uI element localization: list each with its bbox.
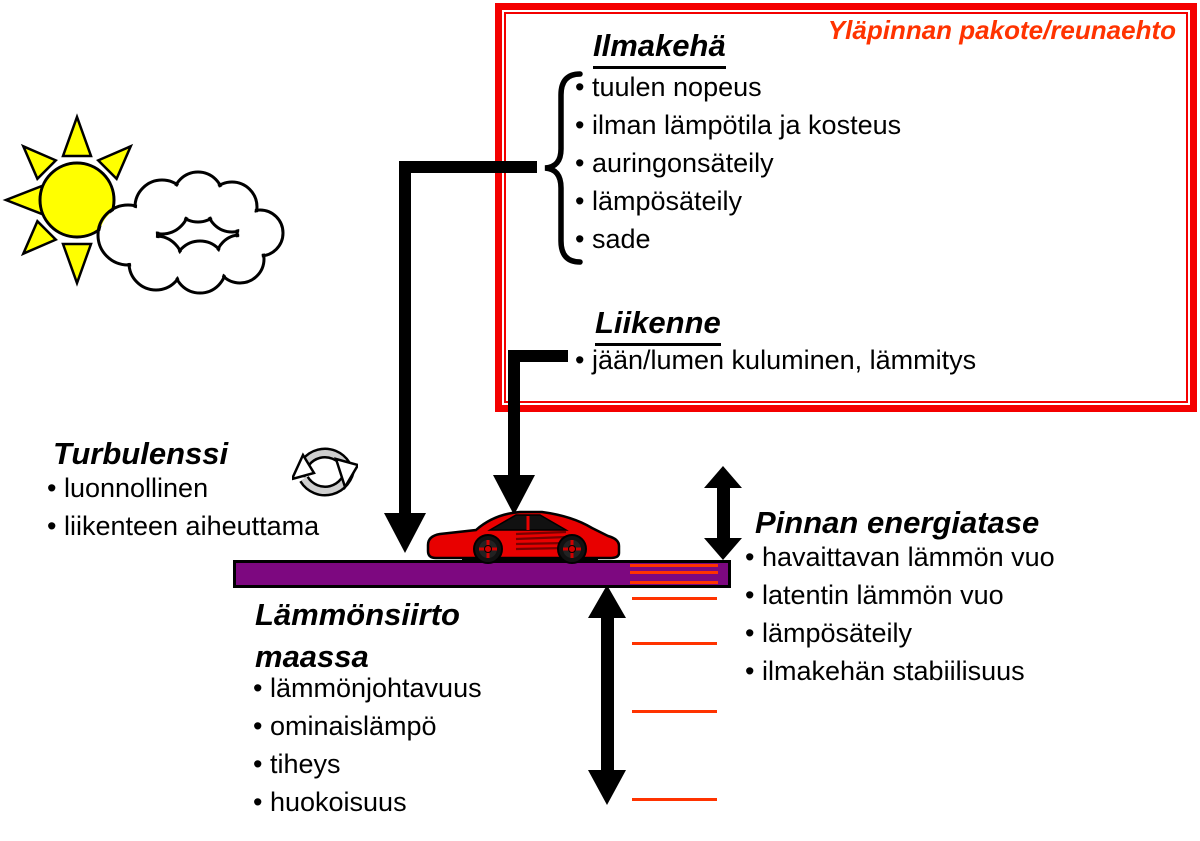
surface-flux-arrow-shaft — [717, 486, 730, 540]
list-item: huokoisuus — [253, 783, 482, 821]
traffic-list: jään/lumen kuluminen, lämmitys — [575, 341, 976, 379]
traffic-arrow-shaft — [508, 350, 520, 477]
surface-flux-arrowhead-down-icon — [704, 538, 742, 560]
surface-flux-arrowhead-up-icon — [704, 466, 742, 488]
ground-layer-line — [632, 597, 717, 600]
ground-layer-line — [632, 642, 717, 645]
forcing-box-inner-border — [504, 12, 1188, 403]
heat-layer-line — [630, 571, 718, 574]
upper-boundary-forcing-box: Yläpinnan pakote/reunaehto — [495, 3, 1197, 412]
sun-cloud-icon — [2, 113, 285, 295]
list-item: jään/lumen kuluminen, lämmitys — [575, 341, 976, 379]
ground-flux-arrow-shaft — [601, 616, 614, 772]
list-item: ominaislämpö — [253, 707, 482, 745]
list-item: havaittavan lämmön vuo — [745, 538, 1055, 576]
atmosphere-arrowhead-icon — [384, 513, 426, 553]
traffic-heading: Liikenne — [595, 305, 721, 346]
list-item: lämmönjohtavuus — [253, 669, 482, 707]
list-item: liikenteen aiheuttama — [47, 507, 319, 545]
list-item: sade — [575, 220, 901, 258]
forcing-box-title: Yläpinnan pakote/reunaehto — [827, 15, 1176, 45]
list-item: luonnollinen — [47, 469, 319, 507]
atmosphere-arrow-shaft — [399, 161, 411, 514]
surface-energy-heading: Pinnan energiatase — [755, 505, 1040, 540]
turbulence-cycle-icon — [292, 447, 358, 497]
ground-flux-arrowhead-up-icon — [588, 585, 626, 618]
list-item: latentin lämmön vuo — [745, 576, 1055, 614]
list-item: tiheys — [253, 745, 482, 783]
brace-icon — [544, 71, 583, 265]
turbulence-heading: Turbulenssi — [53, 436, 229, 471]
traffic-arrowhead-icon — [493, 475, 535, 515]
car-icon — [426, 510, 621, 564]
ground-layer-line — [632, 710, 717, 713]
list-item: tuulen nopeus — [575, 68, 901, 106]
list-item: lämpösäteily — [745, 614, 1055, 652]
list-item: ilman lämpötila ja kosteus — [575, 106, 901, 144]
turbulence-list: luonnollinen liikenteen aiheuttama — [47, 469, 319, 545]
atmosphere-connector-line — [399, 161, 537, 173]
atmosphere-list: tuulen nopeus ilman lämpötila ja kosteus… — [575, 68, 901, 258]
traffic-connector-line — [508, 350, 568, 362]
list-item: lämpösäteily — [575, 182, 901, 220]
ground-heat-heading: Lämmönsiirto maassa — [255, 597, 460, 674]
ground-layer-line — [632, 798, 717, 801]
ground-flux-arrowhead-down-icon — [588, 770, 626, 805]
list-item: auringonsäteily — [575, 144, 901, 182]
heat-layer-line — [630, 581, 718, 584]
heat-layer-line — [630, 564, 718, 567]
car-wheels — [473, 534, 587, 564]
ground-heat-list: lämmönjohtavuus ominaislämpö tiheys huok… — [253, 669, 482, 821]
surface-energy-list: havaittavan lämmön vuo latentin lämmön v… — [745, 538, 1055, 690]
atmosphere-heading: Ilmakehä — [593, 28, 726, 69]
list-item: ilmakehän stabiilisuus — [745, 652, 1055, 690]
